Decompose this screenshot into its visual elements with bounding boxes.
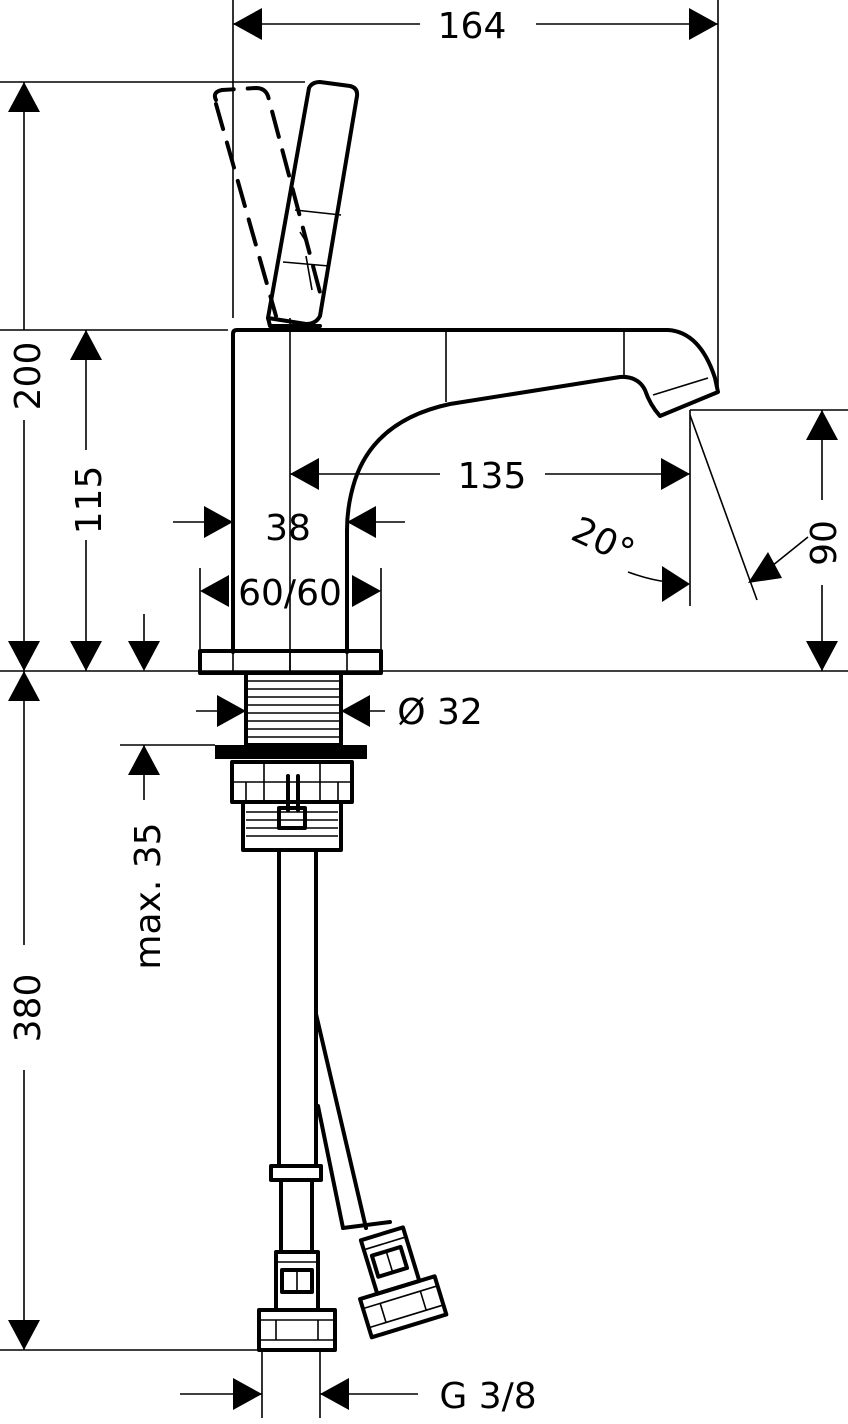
arrow-32-right	[341, 695, 370, 727]
arrow-135-right	[661, 458, 690, 490]
dim-90: 90	[804, 520, 845, 566]
faucet-body	[231, 318, 720, 672]
arrow-115-bottom	[70, 641, 102, 671]
handle-lever-dashed	[212, 85, 324, 318]
arrow-200-bottom	[8, 641, 40, 671]
arrow-35-top	[128, 745, 160, 775]
arrow-164-left	[233, 8, 262, 40]
mounting-nut	[215, 745, 367, 852]
dim-20-degrees: 20°	[565, 510, 640, 574]
dim-diameter-32: Ø 32	[397, 692, 483, 733]
dim-g-3-8: G 3/8	[439, 1376, 536, 1417]
arrow-90-bottom	[806, 641, 838, 671]
dim-38: 38	[265, 508, 311, 549]
arrow-200-top	[8, 82, 40, 112]
arrow-38-right	[347, 506, 376, 538]
arrow-90-top	[806, 410, 838, 440]
arrow-g38-right	[320, 1378, 349, 1410]
dim-164: 164	[438, 6, 507, 47]
arrow-small-down	[128, 641, 160, 671]
arrow-380-bottom	[8, 1320, 40, 1350]
arrow-g38-left	[233, 1378, 262, 1410]
arrow-32-left	[217, 695, 246, 727]
arrow-380-top	[8, 671, 40, 701]
arrow-6060-right	[352, 575, 381, 607]
threaded-shank	[244, 671, 343, 747]
supply-hoses	[257, 850, 449, 1352]
arrow-115-top	[70, 330, 102, 360]
dimension-labels: 164 200 115 135 38 60/60 90 20° Ø 32 max…	[8, 6, 845, 1417]
dim-200: 200	[8, 342, 49, 411]
arrow-135-left	[290, 458, 319, 490]
base-plate	[198, 649, 383, 675]
handle-lever	[266, 80, 360, 328]
dim-60-60: 60/60	[238, 573, 342, 614]
arrow-90-angled	[748, 552, 782, 583]
dim-115: 115	[69, 466, 110, 535]
arrow-6060-left	[200, 575, 229, 607]
dim-380: 380	[8, 974, 49, 1043]
dim-135: 135	[458, 456, 527, 497]
arrow-164-right	[689, 8, 718, 40]
arrow-20deg	[662, 566, 690, 602]
dim-max-35: max. 35	[128, 822, 169, 969]
arrow-38-left	[204, 506, 233, 538]
